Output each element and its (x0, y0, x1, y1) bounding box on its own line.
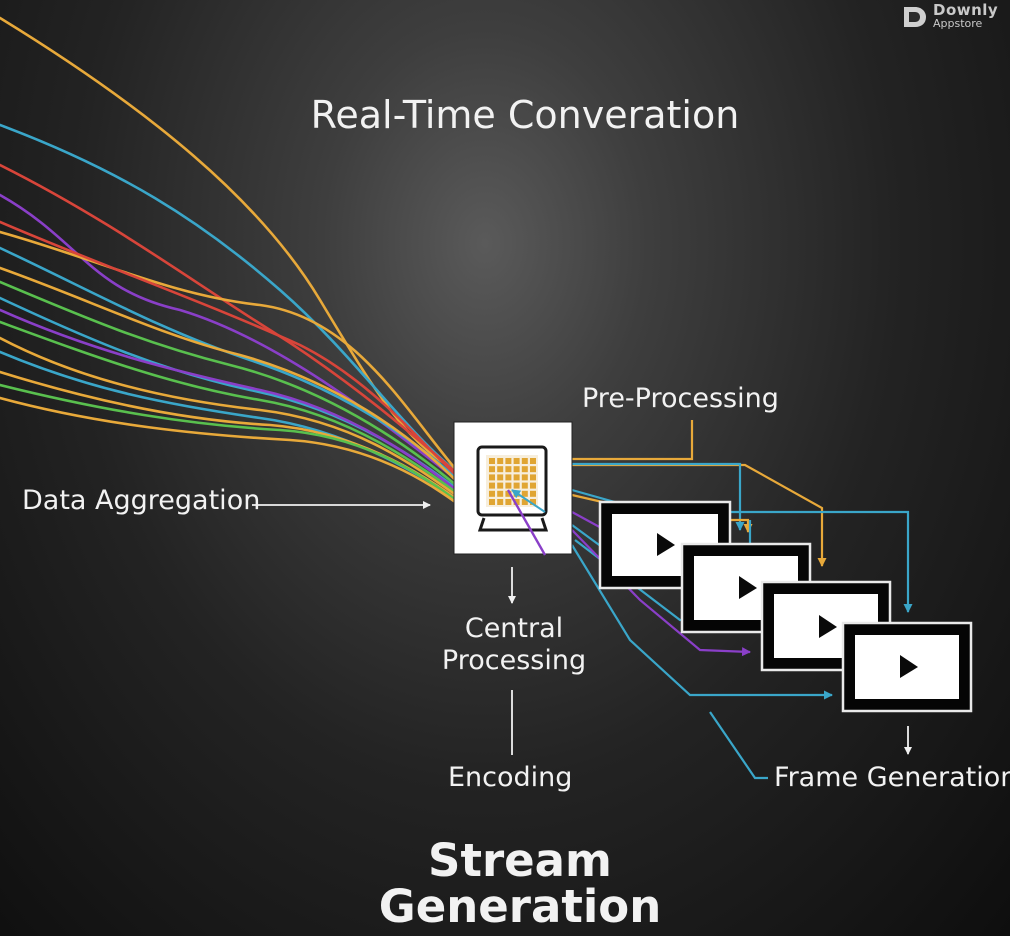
label-central-line1: Central (464, 613, 564, 644)
chip-cell (489, 490, 495, 497)
chip-cell (489, 474, 495, 481)
label-central-processing: Central Processing (430, 613, 598, 677)
stream-line (0, 320, 472, 505)
chip-cell (513, 474, 520, 481)
central-processor (453, 421, 573, 556)
pre-processing-connector (572, 420, 694, 461)
chip-cell (513, 458, 520, 464)
stream-line (0, 308, 472, 503)
stream-line (0, 266, 472, 497)
chip-cell (505, 466, 512, 473)
stream-line (0, 230, 472, 488)
chip-cell (505, 474, 512, 481)
connector-blue (709, 711, 768, 780)
chip-cell (497, 466, 504, 473)
chip-cell (513, 466, 520, 473)
play-icon (819, 615, 837, 638)
chip-cell (513, 499, 520, 505)
label-encoding: Encoding (448, 762, 573, 793)
stream-line (0, 123, 472, 484)
stream-line (0, 383, 472, 513)
video-frame-4 (841, 621, 973, 713)
label-pre-processing: Pre-Processing (582, 383, 779, 414)
chip-cell (505, 490, 512, 497)
downly-logo-icon (904, 7, 926, 27)
chip-cell (521, 458, 528, 464)
chip-cell (497, 458, 504, 464)
stream-line (0, 163, 472, 487)
stream-line (0, 220, 472, 490)
diagram-title: Real-Time Converation (310, 93, 740, 137)
footer-title-line2: Generation (378, 880, 662, 933)
chip-cell (489, 466, 495, 473)
chip-cell (530, 482, 536, 489)
connector-blue (572, 462, 745, 531)
watermark-logo: Downly Appstore (900, 1, 999, 30)
chip-cell (497, 474, 504, 481)
chip-cell (521, 490, 528, 497)
chip-cell (521, 482, 528, 489)
play-icon (657, 533, 675, 556)
chip-cell (521, 499, 528, 505)
footer-title-line1: Stream (428, 834, 612, 887)
play-icon (739, 576, 757, 599)
label-data-aggregation: Data Aggregation (22, 485, 261, 516)
chip-cell (505, 458, 512, 464)
chip-cell (530, 474, 536, 481)
chip-cell (505, 499, 512, 505)
chip-cell (530, 499, 536, 505)
stream-line (0, 350, 472, 509)
chip-cell (489, 482, 495, 489)
data-streams (0, 16, 472, 515)
connector-blue (571, 544, 833, 700)
stream-line (0, 336, 472, 507)
chip-cell (530, 466, 536, 473)
connector-blue (511, 489, 546, 513)
stream-line (0, 193, 472, 492)
label-frame-generation: Frame Generation (774, 762, 1010, 793)
footer-title: Stream Generation (0, 838, 1010, 930)
watermark-sub: Appstore (933, 17, 983, 30)
chip-cell (489, 499, 495, 505)
chip-cell (521, 466, 528, 473)
chip-cell (489, 458, 495, 464)
chip-cell (513, 482, 520, 489)
connector-purple (506, 489, 547, 556)
chip-cell (497, 499, 504, 505)
processor-chip-icon (476, 445, 549, 532)
watermark-name: Downly (933, 1, 999, 19)
label-central-line2: Processing (441, 645, 587, 676)
chip-cell (521, 474, 528, 481)
stream-line (0, 280, 472, 499)
chip-cell (497, 490, 504, 497)
chip-cell (530, 490, 536, 497)
stream-line (0, 396, 472, 515)
play-icon (900, 655, 918, 678)
chip-cell (505, 482, 512, 489)
chip-cell (497, 482, 504, 489)
chip-cell (530, 458, 536, 464)
